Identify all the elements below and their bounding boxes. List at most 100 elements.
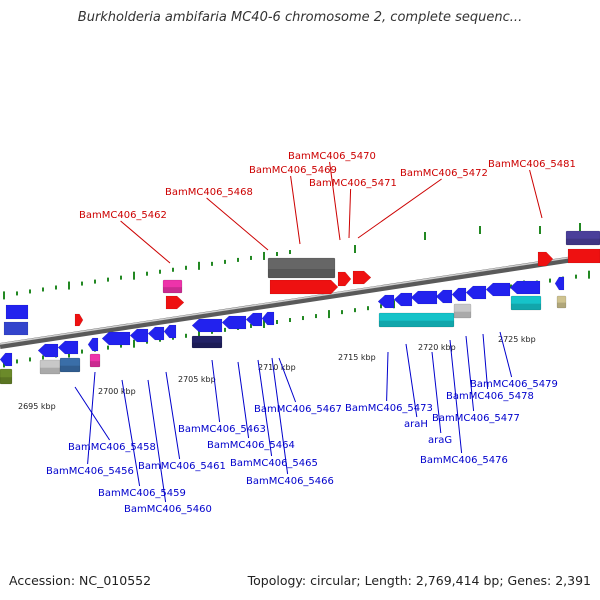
block-shade [60,365,80,372]
block-shade [511,303,541,310]
callout-line [74,386,111,441]
callout-line [348,188,352,239]
gene-arrow[interactable] [393,292,413,307]
tan-block[interactable] [556,295,567,309]
scale-label: 2725 kbp [498,335,536,344]
block-shade [566,238,600,245]
callout-line [529,169,543,219]
gene-arrow[interactable] [269,279,339,295]
callout-line [386,351,389,402]
cyan-block[interactable] [510,295,542,311]
reverse-gene-label[interactable]: BamMC406_5467 [254,404,342,415]
callout-line [121,379,141,487]
gene-arrow[interactable] [87,337,99,352]
gene-arrow[interactable] [191,318,223,333]
reverse-gene-label[interactable]: BamMC406_5465 [230,458,318,469]
pseudo-gene-block[interactable] [267,257,336,279]
topology-text: Topology: circular; Length: 2,769,414 bp… [247,573,591,588]
callout-line [211,359,221,423]
callout-lines [74,161,543,503]
forward-gene-label[interactable]: BamMC406_5470 [288,151,376,162]
callout-line [449,339,463,454]
reverse-gene-label[interactable]: BamMC406_5460 [124,504,212,515]
gene-arrow[interactable] [0,352,13,367]
gene-arrow[interactable] [74,313,84,327]
steel-block[interactable] [59,357,81,373]
gene-arrow[interactable] [435,289,453,304]
reverse-gene-label[interactable]: BamMC406_5458 [68,442,156,453]
cyan-block[interactable] [378,312,455,328]
gene-arrow[interactable] [465,285,487,300]
reverse-gene-label[interactable]: BamMC406_5461 [138,461,226,472]
gene-arrow[interactable] [509,280,541,295]
gene-arrow[interactable] [245,312,263,327]
gene-arrow[interactable] [451,287,467,302]
gene-arrow[interactable] [163,324,177,339]
gene-arrow[interactable] [567,248,600,264]
forward-gene-label[interactable]: BamMC406_5462 [79,210,167,221]
gene-arrow[interactable] [165,295,185,310]
forward-gene-label[interactable]: BamMC406_5472 [400,168,488,179]
reverse-gene-label[interactable]: araH [404,419,428,430]
callout-line [465,335,475,412]
forward-gene-label[interactable]: BamMC406_5469 [249,165,337,176]
scale-label: 2700 kbp [98,387,136,396]
reverse-gene-label[interactable]: BamMC406_5479 [470,379,558,390]
forward-gene-label[interactable]: BamMC406_5471 [309,178,397,189]
callout-line [482,333,489,390]
forward-gene-label[interactable]: BamMC406_5468 [165,187,253,198]
reverse-gene-label[interactable]: BamMC406_5477 [432,413,520,424]
gene-arrow[interactable] [147,326,165,341]
reverse-gene-label[interactable]: BamMC406_5473 [345,403,433,414]
callout-line [431,351,442,434]
reverse-gene-label[interactable]: araG [428,435,452,446]
gene-arrow[interactable] [485,282,511,297]
navy-block[interactable] [191,335,223,349]
gray-block[interactable] [453,303,472,319]
callout-line [357,178,442,239]
gene-arrow[interactable] [221,315,247,330]
callout-line [405,343,418,418]
block-shade [192,342,222,348]
callout-line [278,357,297,403]
reverse-gene-label[interactable]: BamMC406_5459 [98,488,186,499]
gene-arrow[interactable] [554,276,565,291]
gene-arrow[interactable] [337,271,352,287]
gene-arrow[interactable] [352,270,372,285]
gene-arrow[interactable] [101,331,131,346]
gene-arrow[interactable] [57,340,79,355]
callout-line [499,331,513,378]
purple-block[interactable] [565,230,600,246]
gene-arrow[interactable] [537,251,554,267]
reverse-gene-label[interactable]: BamMC406_5456 [46,466,134,477]
genome-backbone [0,252,600,349]
reverse-gene-label[interactable]: BamMC406_5466 [246,476,334,487]
gene-arrow[interactable] [377,294,395,309]
scale-label: 2695 kbp [18,402,56,411]
reverse-gene-label[interactable]: BamMC406_5478 [446,391,534,402]
forward-gene-label[interactable]: BamMC406_5481 [488,159,576,170]
gene-arrow[interactable] [261,311,275,326]
reverse-gene-label[interactable]: BamMC406_5464 [207,440,295,451]
scale-label: 2715 kbp [338,353,376,362]
gene-arrow[interactable] [5,304,29,320]
callout-line [147,379,167,503]
gene-arrow[interactable] [410,290,438,305]
gene-arrow[interactable] [37,343,59,358]
scale-label: 2705 kbp [178,375,216,384]
gene-features [0,230,600,385]
reverse-gene-label[interactable]: BamMC406_5476 [420,455,508,466]
magenta-block[interactable] [89,353,101,368]
callout-line [165,371,181,460]
olive-block[interactable] [0,368,13,385]
reverse-gene-label[interactable]: BamMC406_5463 [178,424,266,435]
magenta-block[interactable] [162,279,183,294]
callout-line [237,361,250,439]
callout-line [271,357,289,475]
gene-arrow[interactable] [129,328,149,343]
gene-arrow[interactable] [3,321,29,336]
block-shade [268,269,335,278]
block-shade [379,320,454,327]
